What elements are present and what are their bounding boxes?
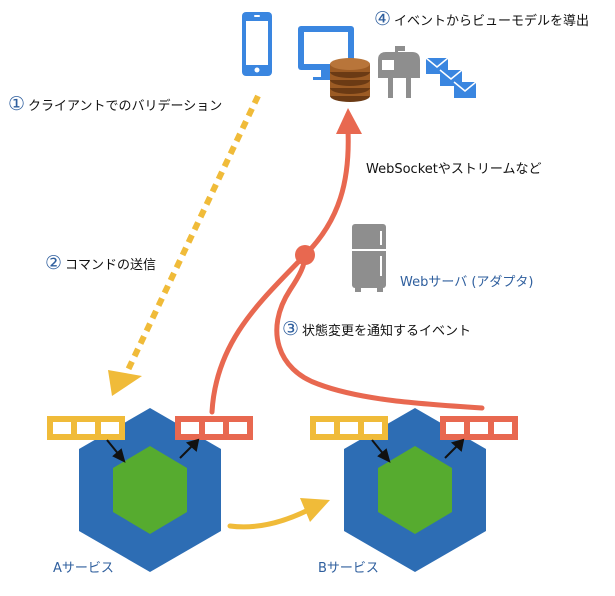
envelopes-icon [425,57,477,98]
step-4-text: イベントからビューモデルを導出 [394,13,590,29]
step-2-number: ② [45,252,63,274]
service-b-output-queue [440,416,518,440]
step-2-label: ② コマンドの送信 [45,252,156,274]
step-3-label: ③ 状態変更を通知するイベント [282,318,471,340]
mailbox-icon [378,46,420,98]
step-2-text: コマンドの送信 [65,257,157,273]
service-a-label: Aサービス [53,561,114,576]
websocket-label: WebSocketやストリームなど [366,162,542,177]
step-1-number: ① [8,93,26,115]
step-4-label: ④ イベントからビューモデルを導出 [374,8,589,30]
smartphone-icon [242,12,272,76]
command-arrow [108,94,261,396]
service-to-service-arrow [227,498,330,530]
step-1-label: ① クライアントでのバリデーション [8,93,222,115]
service-b-label: Bサービス [318,561,379,576]
step-4-number: ④ [374,8,392,30]
step-1-text: クライアントでのバリデーション [28,98,223,114]
event-arrow [209,108,485,415]
service-b-input-queue [310,416,388,440]
service-a-input-queue [47,416,125,440]
queue-core-arrows [106,438,465,463]
step-3-number: ③ [282,318,300,340]
service-a-output-queue [175,416,253,440]
database-icon [330,58,370,102]
webserver-label: Webサーバ (アダプタ) [400,275,534,290]
step-3-text: 状態変更を通知するイベント [302,323,472,339]
refrigerator-server-icon [352,224,386,292]
